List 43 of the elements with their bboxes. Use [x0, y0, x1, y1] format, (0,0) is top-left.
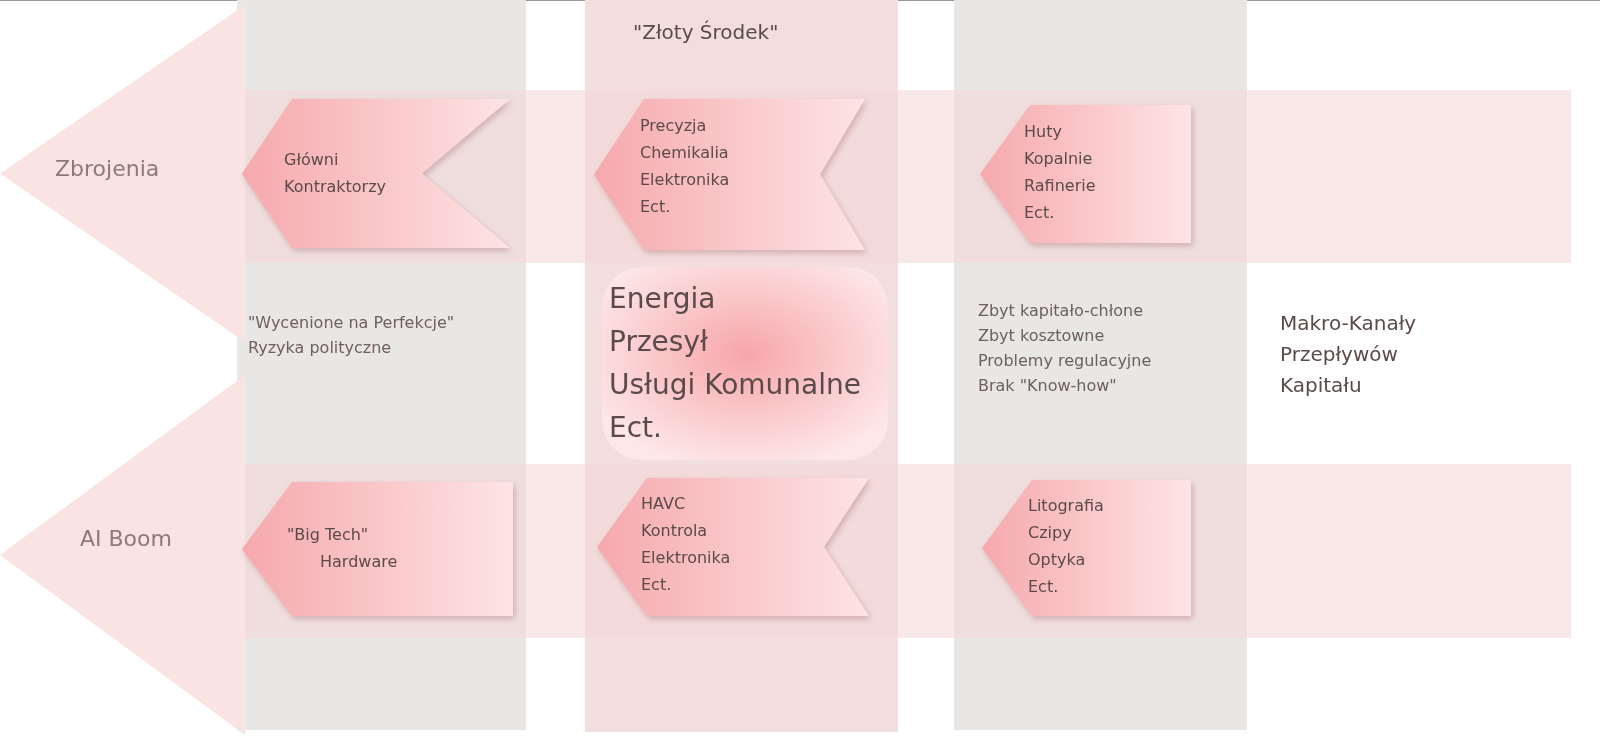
- node-text: Przesył: [609, 324, 708, 360]
- node-text: HAVC: [641, 493, 686, 515]
- chevron-shape: [242, 99, 510, 248]
- chevron-shape: [242, 482, 513, 616]
- chevron-shape: [597, 478, 869, 616]
- node-text: Zbrojenia: [55, 155, 160, 182]
- node-text: Kopalnie: [1024, 148, 1093, 170]
- note-text: Zbyt kosztowne: [978, 325, 1105, 347]
- note-text: "Wycenione na Perfekcje": [248, 312, 455, 334]
- node-text: Kontraktorzy: [284, 176, 387, 198]
- node-text: Ect.: [1024, 202, 1055, 224]
- node-text: Główni: [284, 149, 339, 171]
- node-text: Usługi Komunalne: [609, 367, 861, 403]
- node-text: Chemikalia: [640, 142, 729, 164]
- highlight-blob: [602, 267, 888, 460]
- node-text: Rafinerie: [1024, 175, 1096, 197]
- node-text: Hardware: [320, 551, 398, 573]
- node-text: Ect.: [609, 410, 662, 446]
- node-text: Czipy: [1028, 522, 1072, 544]
- node-text: Ect.: [641, 574, 672, 596]
- chevron-shape: [594, 99, 865, 250]
- node-text: Precyzja: [640, 115, 707, 137]
- left-arrow-shape: [0, 375, 245, 735]
- note-text: Zbyt kapitało-chłone: [978, 300, 1144, 322]
- node-text: Kontrola: [641, 520, 708, 542]
- node-text: Ect.: [640, 196, 671, 218]
- node-text: Optyka: [1028, 549, 1086, 571]
- node-text: Elektronika: [640, 169, 730, 191]
- node-text: "Big Tech": [287, 524, 369, 546]
- node-text: Ect.: [1028, 576, 1059, 598]
- note-text: Problemy regulacyjne: [978, 350, 1152, 372]
- note-text: Brak "Know-how": [978, 375, 1117, 397]
- note-text: Ryzyka polityczne: [248, 337, 392, 359]
- node-text: Huty: [1024, 121, 1062, 143]
- node-text: Litografia: [1028, 495, 1104, 517]
- chevron-shape: [982, 480, 1191, 616]
- chart-heading: Makro-Kanały Przepływów Kapitału: [1280, 310, 1418, 399]
- chevron-shape: [980, 105, 1191, 243]
- node-text: Elektronika: [641, 547, 731, 569]
- column-heading: "Złoty Środek": [633, 20, 779, 45]
- node-text: Energia: [609, 281, 716, 317]
- left-arrow-shape: [0, 5, 245, 342]
- node-text: AI Boom: [80, 525, 172, 552]
